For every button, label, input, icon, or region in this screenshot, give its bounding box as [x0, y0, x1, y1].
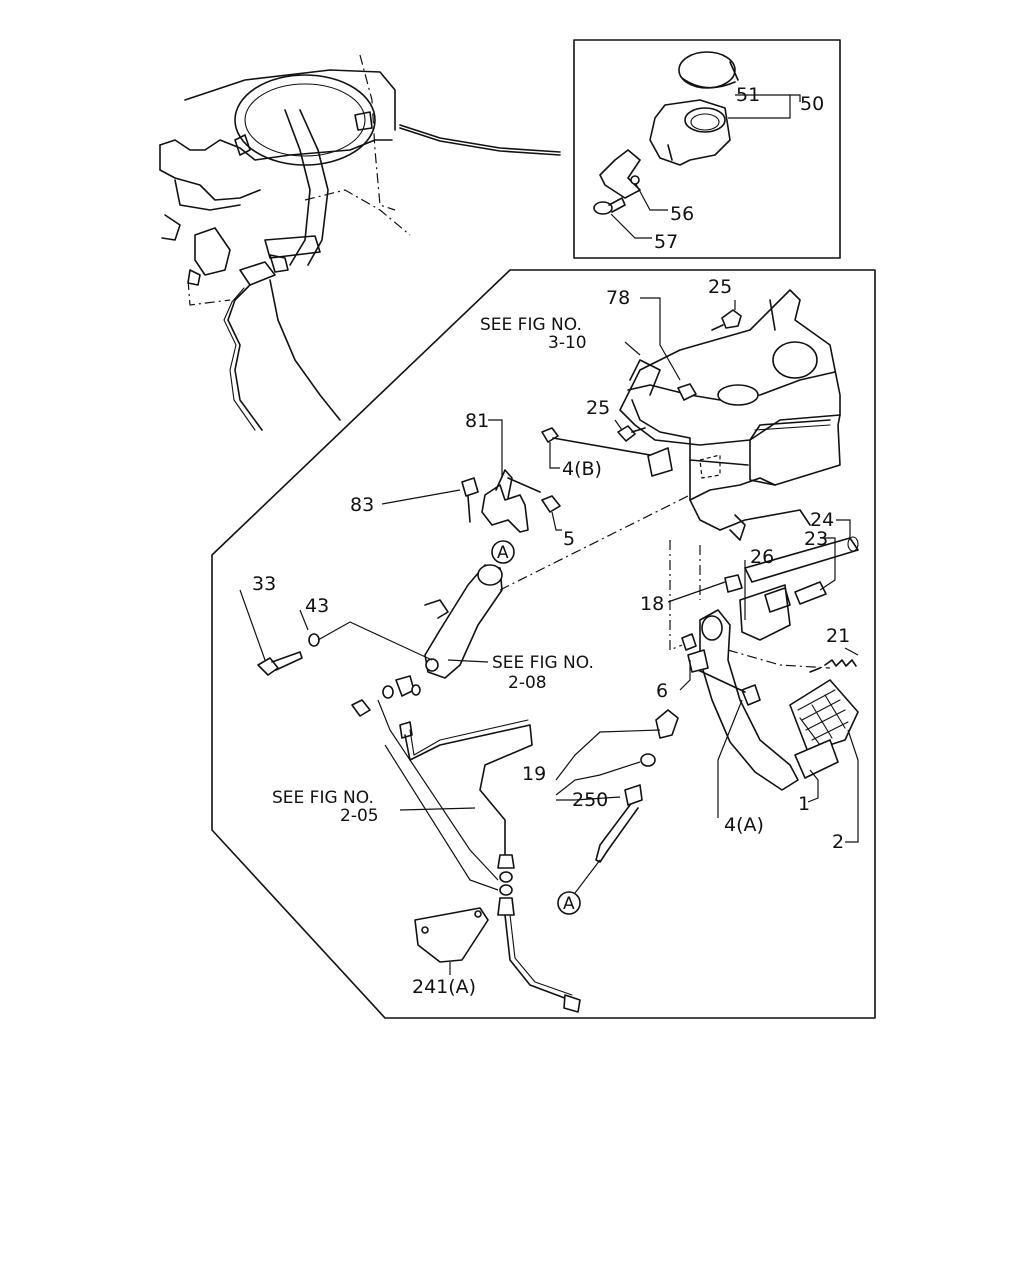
bracket-81 — [481, 469, 541, 533]
callout-250: 250 — [572, 789, 608, 811]
master-cylinder — [424, 494, 691, 679]
callout-81: 81 — [465, 410, 489, 432]
callout-57: 57 — [654, 231, 678, 253]
pin-5 — [541, 495, 561, 513]
reference-fig-3-10-line2: 3-10 — [548, 333, 587, 353]
reservoir-inset: 51 50 56 57 — [573, 39, 841, 259]
reference-fig-2-05-line2: 2-05 — [340, 806, 379, 826]
bolt-33 — [257, 651, 303, 676]
bolt-83 — [461, 477, 479, 523]
callout-51: 51 — [736, 84, 760, 106]
callout-4b: 4(B) — [562, 458, 602, 480]
callout-25-lower: 25 — [586, 397, 610, 419]
marker-a-top-label: A — [497, 543, 509, 563]
callout-43: 43 — [305, 595, 329, 617]
bolt-23 — [794, 581, 827, 605]
reservoir-cap — [678, 51, 739, 89]
nut-26 — [724, 574, 743, 593]
callout-83: 83 — [350, 494, 374, 516]
reference-fig-2-08-line1: SEE FIG NO. — [492, 653, 594, 673]
main-assembly-border — [211, 269, 876, 1019]
callout-23: 23 — [804, 528, 828, 550]
callout-21: 21 — [826, 625, 850, 647]
plate-clip — [647, 447, 673, 477]
bolt-78 — [677, 383, 697, 401]
callout-24: 24 — [810, 509, 834, 531]
hydraulic-pipe — [351, 675, 581, 1013]
bolt-25-upper — [711, 309, 742, 331]
bolt-4b — [541, 427, 651, 456]
bushing-6 — [681, 633, 709, 673]
callout-4a: 4(A) — [724, 814, 764, 836]
reservoir-tank — [649, 99, 731, 166]
marker-a-bottom — [557, 891, 581, 915]
bolt-57 — [593, 197, 626, 215]
bracket-241a — [414, 907, 489, 963]
pedal-shaft — [744, 536, 859, 583]
callout-78: 78 — [606, 287, 630, 309]
reference-fig-2-05-line1: SEE FIG NO. — [272, 788, 374, 808]
shaft-bracket — [739, 584, 791, 641]
marker-a-top — [491, 540, 515, 564]
pedal-bracket — [619, 289, 841, 541]
callout-56: 56 — [670, 203, 694, 225]
reference-fig-3-10-line1: SEE FIG NO. — [480, 315, 582, 335]
reservoir-bracket — [599, 149, 641, 199]
marker-a-bottom-label: A — [563, 894, 575, 914]
pushrod-250 — [595, 784, 643, 863]
callout-33: 33 — [252, 573, 276, 595]
pedal-pad — [789, 679, 859, 779]
callout-6: 6 — [656, 680, 668, 702]
callout-2: 2 — [832, 831, 844, 853]
switch-4a — [697, 669, 761, 706]
callout-18: 18 — [640, 593, 664, 615]
washer-43 — [308, 633, 320, 647]
pedal-arm — [699, 609, 799, 791]
spring-21 — [809, 659, 857, 673]
dashboard-steering-illustration — [159, 54, 561, 431]
callout-19: 19 — [522, 763, 546, 785]
callout-25-upper: 25 — [708, 276, 732, 298]
clevis-19 — [640, 709, 679, 767]
reference-fig-2-08-line2: 2-08 — [508, 673, 547, 693]
callout-26: 26 — [750, 546, 774, 568]
callout-5: 5 — [563, 528, 575, 550]
callout-241a: 241(A) — [412, 976, 476, 998]
callout-50: 50 — [800, 93, 824, 115]
callout-1: 1 — [798, 793, 810, 815]
